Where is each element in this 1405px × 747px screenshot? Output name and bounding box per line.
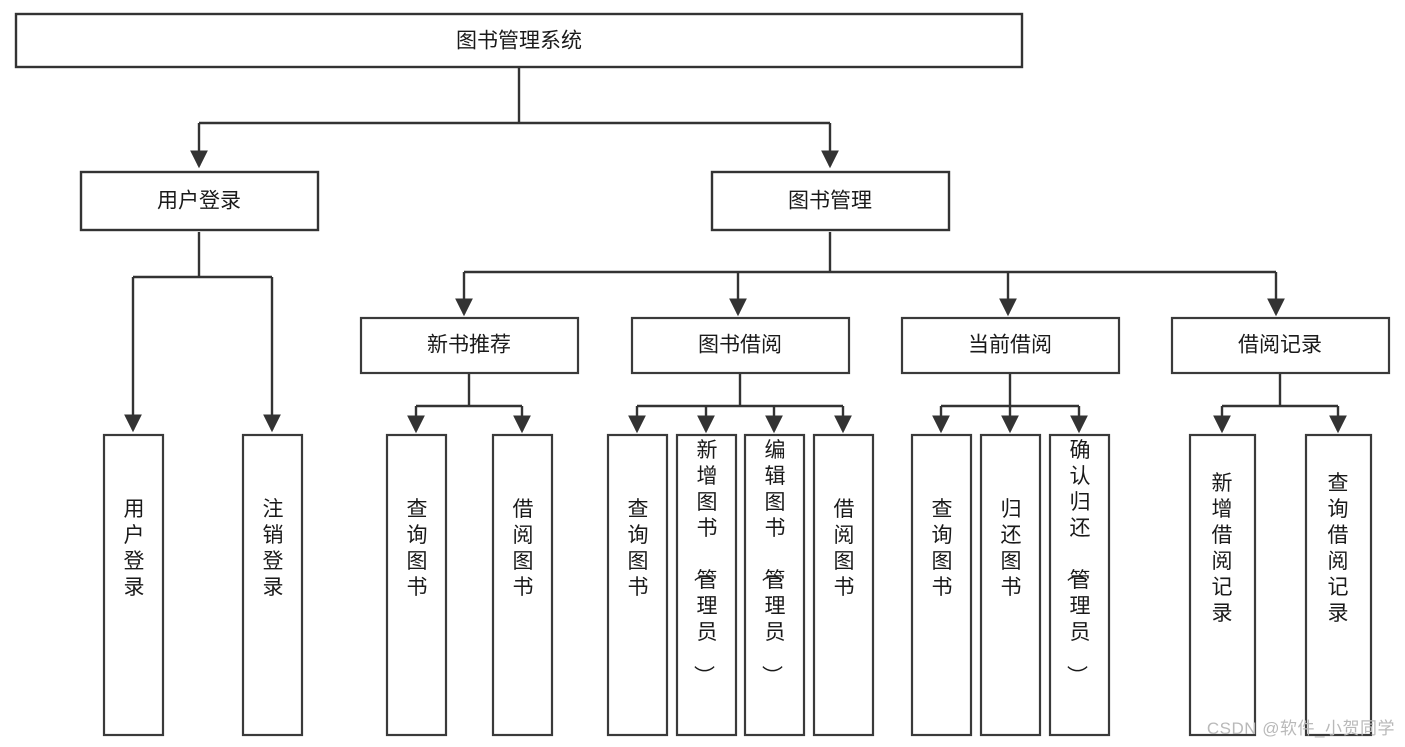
- node-new-book-recommend[interactable]: 新书推荐: [359, 316, 580, 375]
- node-book-borrow-label: 图书借阅: [698, 334, 782, 357]
- node-root[interactable]: 图书管理系统: [14, 12, 1024, 69]
- leaf-borrow-add-box[interactable]: [675, 433, 738, 737]
- leaf-records-query-label: 查询借阅记录: [1328, 472, 1349, 625]
- leaf-current-return-box[interactable]: [979, 433, 1042, 737]
- node-book-borrow[interactable]: 图书借阅: [630, 316, 851, 375]
- leaf-borrow-query-label: 查询图书: [628, 498, 649, 599]
- leaf-borrow-query[interactable]: 查询图书: [606, 433, 669, 737]
- leaf-records-query[interactable]: 查询借阅记录: [1304, 433, 1373, 737]
- leaf-newbook-borrow-label: 借阅图书: [513, 498, 534, 599]
- leaf-records-query-box[interactable]: [1304, 433, 1373, 737]
- node-current-borrow-label: 当前借阅: [968, 334, 1052, 357]
- leaf-current-return[interactable]: 归还图书: [979, 433, 1042, 737]
- leaf-current-confirm-return[interactable]: 确认归还（管理员）: [1048, 433, 1111, 737]
- node-borrow-records[interactable]: 借阅记录: [1170, 316, 1391, 375]
- node-new-book-recommend-label: 新书推荐: [427, 334, 511, 357]
- leaf-user-login-signin[interactable]: 用户登录: [102, 433, 165, 737]
- leaf-user-login-signout-box[interactable]: [241, 433, 304, 737]
- leaf-newbook-query-box[interactable]: [385, 433, 448, 737]
- node-borrow-records-box[interactable]: [1170, 316, 1391, 375]
- node-root-label: 图书管理系统: [456, 30, 582, 53]
- leaf-borrow-query-box[interactable]: [606, 433, 669, 737]
- leaf-newbook-borrow-box[interactable]: [491, 433, 554, 737]
- node-borrow-records-label: 借阅记录: [1238, 334, 1322, 357]
- leaf-newbook-query-label: 查询图书: [407, 498, 428, 599]
- leaf-borrow-take-label: 借阅图书: [834, 498, 855, 599]
- leaf-borrow-edit-label: 编辑图书（管理员）: [760, 439, 786, 686]
- leaf-user-login-signin-box[interactable]: [102, 433, 165, 737]
- leaf-borrow-add-label: 新增图书（管理员）: [692, 439, 718, 686]
- leaf-current-confirm-return-label: 确认归还（管理员）: [1065, 439, 1091, 686]
- leaf-borrow-take-box[interactable]: [812, 433, 875, 737]
- node-current-borrow[interactable]: 当前借阅: [900, 316, 1121, 375]
- leaf-borrow-edit[interactable]: 编辑图书（管理员）: [743, 433, 806, 737]
- node-book-management-label: 图书管理: [788, 190, 872, 213]
- node-user-login-label: 用户登录: [157, 190, 241, 213]
- leaf-records-add-box[interactable]: [1188, 433, 1257, 737]
- leaf-newbook-borrow[interactable]: 借阅图书: [491, 433, 554, 737]
- node-user-login[interactable]: 用户登录: [79, 170, 320, 232]
- leaf-user-login-signin-label: 用户登录: [124, 498, 145, 599]
- leaf-current-query[interactable]: 查询图书: [910, 433, 973, 737]
- node-user-login-box[interactable]: [79, 170, 320, 232]
- leaf-records-add[interactable]: 新增借阅记录: [1188, 433, 1257, 737]
- node-book-management-box[interactable]: [710, 170, 951, 232]
- leaf-current-query-label: 查询图书: [932, 498, 953, 599]
- leaf-records-add-label: 新增借阅记录: [1212, 472, 1233, 625]
- node-new-book-recommend-box[interactable]: [359, 316, 580, 375]
- leaf-newbook-query[interactable]: 查询图书: [385, 433, 448, 737]
- leaf-current-query-box[interactable]: [910, 433, 973, 737]
- node-book-management[interactable]: 图书管理: [710, 170, 951, 232]
- leaf-borrow-take[interactable]: 借阅图书: [812, 433, 875, 737]
- node-root-box[interactable]: [14, 12, 1024, 69]
- leaf-user-login-signout-label: 注销登录: [263, 498, 284, 599]
- leaf-borrow-edit-box[interactable]: [743, 433, 806, 737]
- leaf-current-return-label: 归还图书: [1001, 498, 1022, 599]
- edge-layer: [124, 67, 1347, 434]
- leaf-user-login-signout[interactable]: 注销登录: [241, 433, 304, 737]
- leaf-current-confirm-return-box[interactable]: [1048, 433, 1111, 737]
- node-current-borrow-box[interactable]: [900, 316, 1121, 375]
- node-book-borrow-box[interactable]: [630, 316, 851, 375]
- leaf-borrow-add[interactable]: 新增图书（管理员）: [675, 433, 738, 737]
